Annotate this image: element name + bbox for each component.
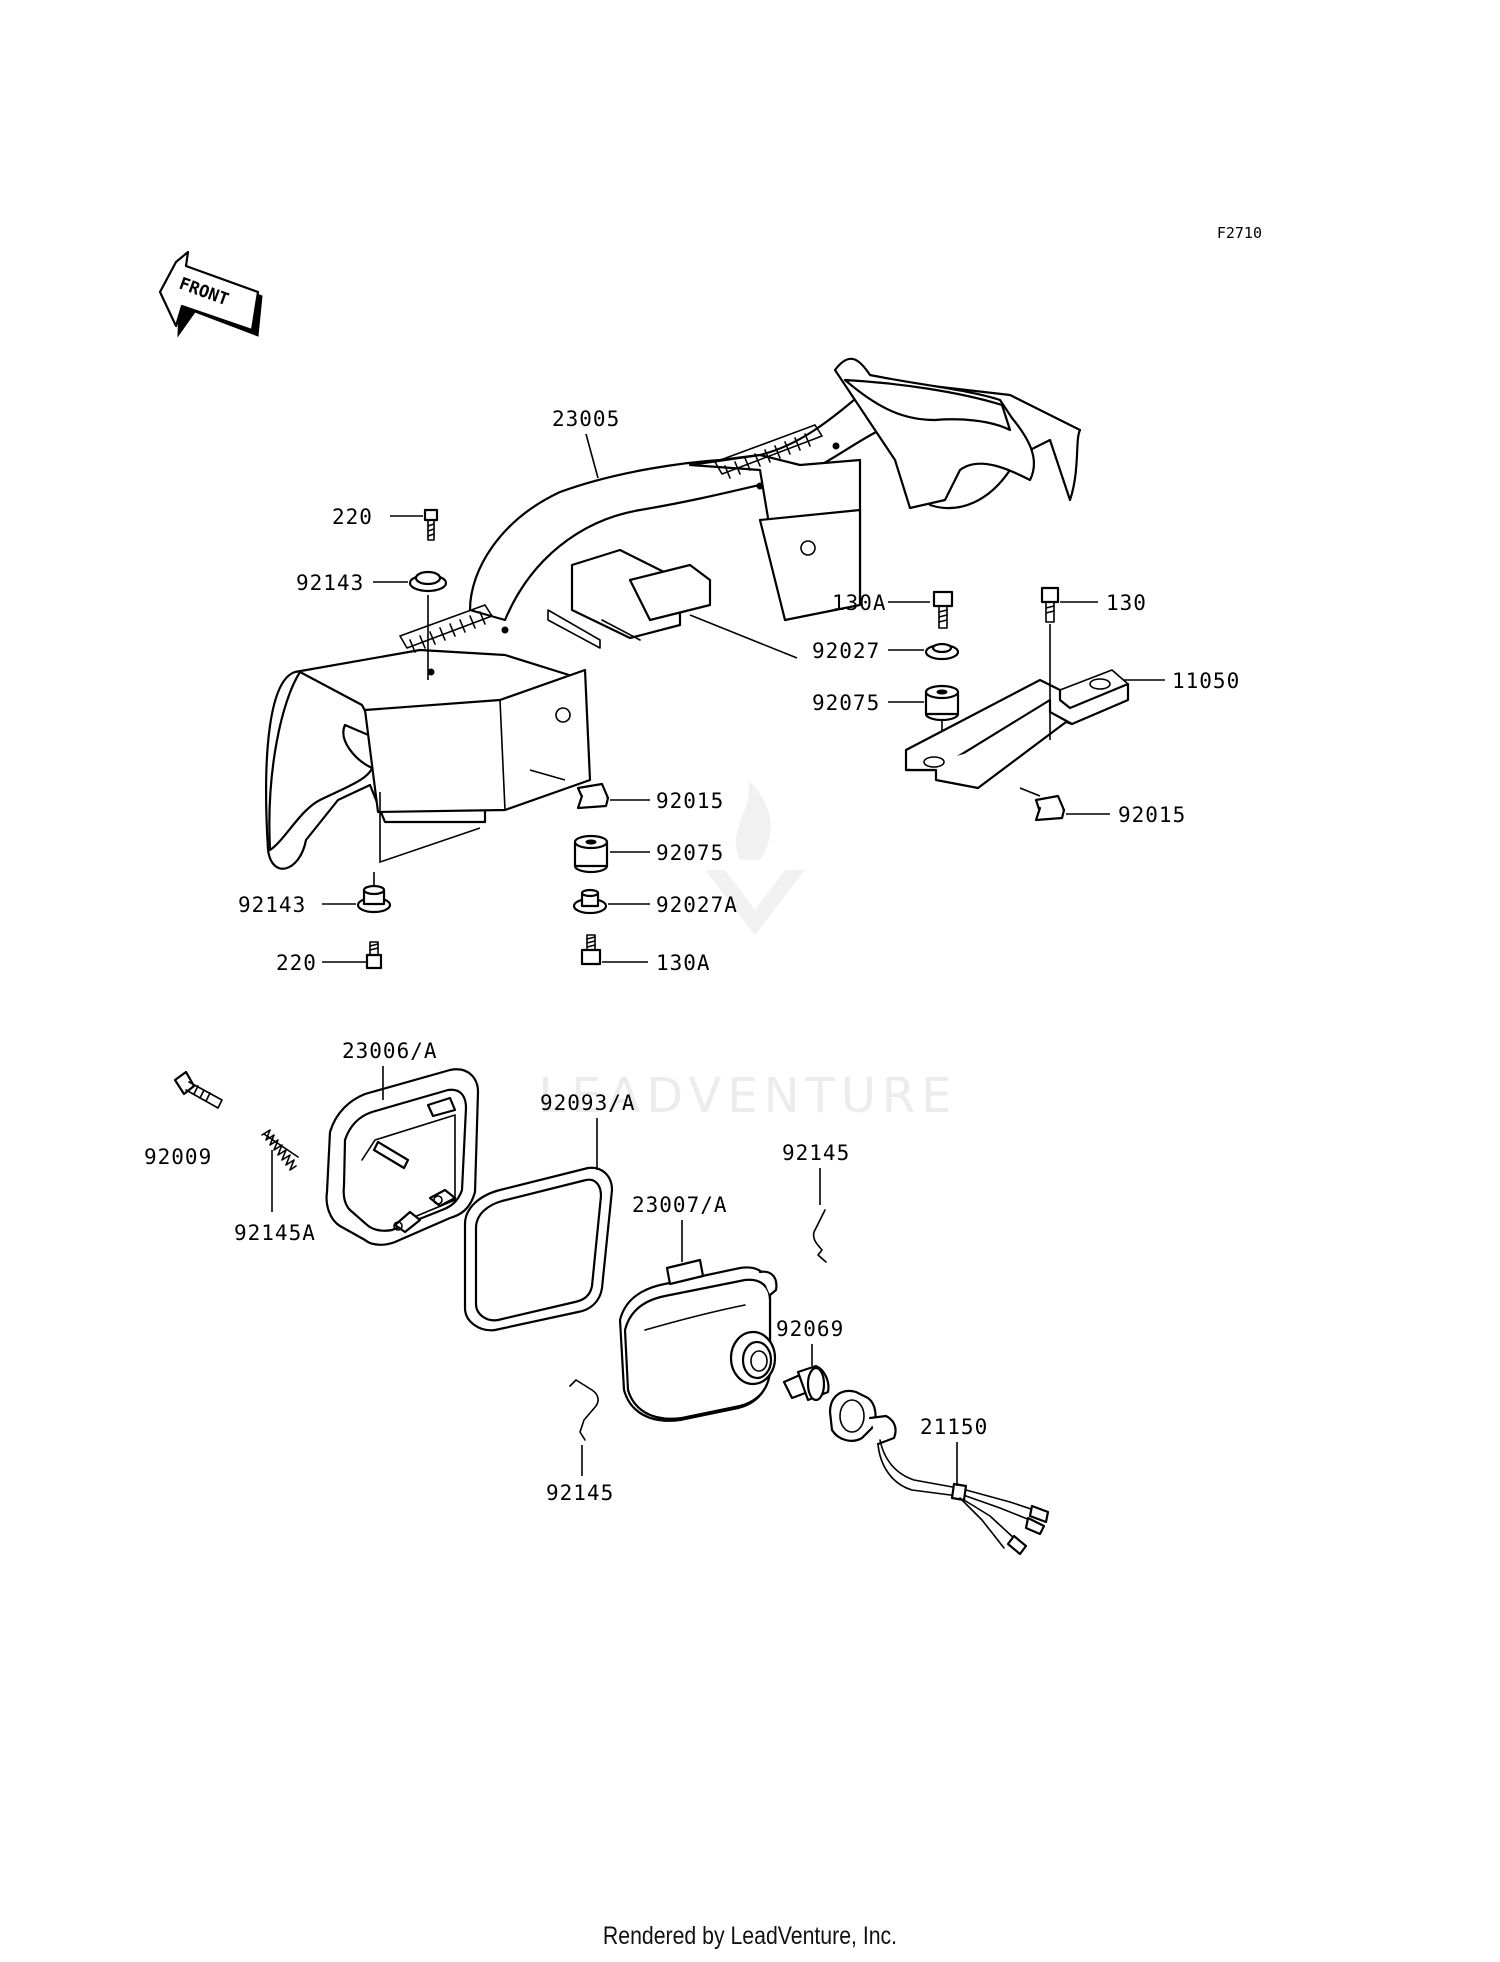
nut-92015-mid-icon xyxy=(576,782,610,810)
label-92145-top: 92145 xyxy=(782,1141,850,1165)
clip-92145-bottom-icon xyxy=(569,1379,599,1441)
spring-92145A-icon xyxy=(261,1129,299,1171)
gasket-92093A xyxy=(463,1166,614,1332)
label-92075-mid: 92075 xyxy=(656,841,724,865)
watermark-text: LEADVENTURE xyxy=(538,1068,957,1124)
wiring-harness-21150 xyxy=(828,1389,1050,1556)
label-23005: 23005 xyxy=(552,407,620,431)
label-92075-right: 92075 xyxy=(812,691,880,715)
label-130: 130 xyxy=(1106,591,1147,615)
collar-92027A-icon xyxy=(572,888,608,915)
front-arrow-icon: FRONT xyxy=(158,250,263,338)
headlight-housing-23007A xyxy=(618,1258,778,1422)
label-92143-top: 92143 xyxy=(296,571,364,595)
cover-vent-right xyxy=(714,424,823,479)
watermark-logo xyxy=(705,780,805,935)
label-23007A: 23007/A xyxy=(632,1193,728,1217)
bolt-130A-top-icon xyxy=(932,590,954,629)
label-92069: 92069 xyxy=(776,1317,844,1341)
label-92145-bottom: 92145 xyxy=(546,1481,614,1505)
bolt-130-icon xyxy=(1040,586,1060,623)
headlight-rim-23006A xyxy=(325,1068,480,1246)
grommet-92075-right-icon xyxy=(924,684,960,722)
label-130A-top: 130A xyxy=(832,591,887,615)
label-220-top: 220 xyxy=(332,505,373,529)
grommet-92075-mid-icon xyxy=(573,834,609,874)
bulb-92069-icon xyxy=(782,1364,830,1402)
nut-92015-right-icon xyxy=(1034,794,1066,822)
label-92015-mid: 92015 xyxy=(656,789,724,813)
bolt-130A-bottom-icon xyxy=(580,934,602,966)
label-130A-bottom: 130A xyxy=(656,951,711,975)
label-92009: 92009 xyxy=(144,1145,212,1169)
cover-vent-left xyxy=(399,604,493,653)
label-92027A: 92027A xyxy=(656,893,738,917)
bolt-220-top-icon xyxy=(423,508,439,541)
washer-92143-top-icon xyxy=(408,570,448,593)
screw-92009-icon xyxy=(173,1070,223,1109)
washer-92027-icon xyxy=(924,642,960,661)
label-92143-bottom: 92143 xyxy=(238,893,306,917)
washer-92143-bottom-icon xyxy=(356,884,392,914)
bolt-220-bottom-icon xyxy=(365,941,383,970)
label-23006A: 23006/A xyxy=(342,1039,438,1063)
label-92093A: 92093/A xyxy=(540,1091,636,1115)
label-92027: 92027 xyxy=(812,639,880,663)
figure-id: F2710 xyxy=(1217,224,1262,242)
clip-92145-top-icon xyxy=(812,1209,827,1263)
headlight-cover-23005 xyxy=(265,357,1082,870)
label-11050: 11050 xyxy=(1172,669,1240,693)
label-220-bottom: 220 xyxy=(276,951,317,975)
footer-credit: Rendered by LeadVenture, Inc. xyxy=(602,1922,898,1950)
label-92015-right: 92015 xyxy=(1118,803,1186,827)
label-92145A: 92145A xyxy=(234,1221,316,1245)
bracket-11050 xyxy=(904,669,1130,790)
label-21150: 21150 xyxy=(920,1415,988,1439)
